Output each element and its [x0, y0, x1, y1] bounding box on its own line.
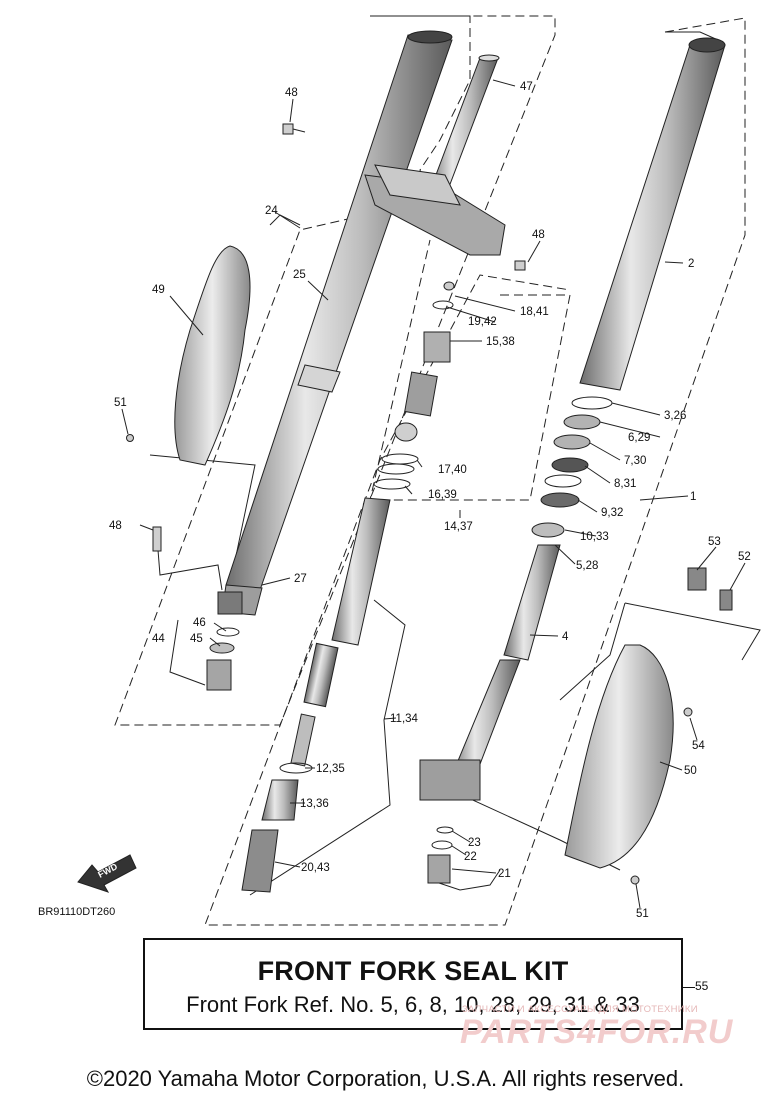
axle-parts-21: [427, 826, 454, 884]
left-fork-tube-25: [217, 30, 453, 616]
right-outer-tube-2: [579, 37, 726, 391]
fork-guard-49: [174, 245, 251, 466]
callout: 47: [520, 81, 533, 93]
watermark: ЗАПЧАСТИ И АКСЕССУАРЫ ДЛЯ МОТОТЕХНИКИ PA…: [460, 1004, 760, 1051]
callout: 18,41: [520, 306, 549, 318]
callout: 54: [692, 740, 705, 752]
callout: 20,43: [301, 862, 330, 874]
seal-kit-title: FRONT FORK SEAL KIT: [257, 956, 569, 986]
seal-kit-subtitle: Front Fork Ref. No. 5, 6, 8, 10, 28, 29,…: [186, 992, 640, 1017]
callout: 16,39: [428, 489, 457, 501]
callout: 53: [708, 536, 721, 548]
bolt-48: [152, 123, 526, 552]
leader-lines: [121, 79, 746, 909]
callout: 14,37: [444, 521, 473, 533]
cartridge-parts: [373, 281, 455, 490]
callout: 24: [265, 205, 278, 217]
seal-stack: [531, 396, 613, 538]
callout: 50: [684, 765, 697, 777]
callout: 1: [690, 491, 696, 503]
axle-parts-44: [206, 627, 240, 691]
fork-guard-50: [564, 644, 674, 869]
callout: 17,40: [438, 464, 467, 476]
callout: 27: [294, 573, 307, 585]
clip-52: [719, 589, 733, 611]
seal-kit-number: 55: [695, 979, 709, 993]
callout: 13,36: [300, 798, 329, 810]
clip-53: [687, 567, 707, 591]
callout: 51: [636, 908, 649, 920]
callout: 11,34: [390, 713, 419, 725]
callout-labels: 48 47 48 24 2 49 25 18,41 19,42 15,38 51…: [109, 81, 751, 920]
callout: 48: [285, 87, 298, 99]
callout: 52: [738, 551, 751, 563]
callout: 23: [468, 837, 481, 849]
copyright-notice: ©2020 Yamaha Motor Corporation, U.S.A. A…: [86, 1066, 685, 1091]
callout: 45: [190, 633, 203, 645]
callout: 48: [109, 520, 122, 532]
screw-51-lower: [630, 875, 640, 885]
diagram-reference-code: BR91110DT260: [38, 906, 116, 918]
watermark-logo: PARTS4FOR.RU: [460, 1013, 734, 1051]
damper-rod-11: [241, 497, 391, 893]
screw-51: [126, 434, 134, 442]
callout: 12,35: [316, 763, 345, 775]
callout: 8,31: [614, 478, 636, 490]
callout: 2: [688, 258, 694, 270]
seal-kit-box: FRONT FORK SEAL KIT Front Fork Ref. No. …: [143, 938, 683, 1030]
callout: 7,30: [624, 455, 646, 467]
callout: 15,38: [486, 336, 515, 348]
inner-tube-4: [419, 544, 561, 801]
callout: 51: [114, 397, 127, 409]
callout: 9,32: [601, 507, 623, 519]
callout: 5,28: [576, 560, 598, 572]
callout: 10,33: [580, 531, 609, 543]
callout: 4: [562, 631, 569, 643]
callout: 46: [193, 617, 206, 629]
screw-54: [683, 707, 693, 717]
callout: 44: [152, 633, 165, 645]
callout: 3,26: [664, 410, 686, 422]
callout: 49: [152, 284, 165, 296]
seal-kit-leader: [683, 987, 695, 988]
callout: 6,29: [628, 432, 650, 444]
callout: 48: [532, 229, 545, 241]
fwd-arrow-icon: FWD: [77, 854, 137, 893]
callout: 19,42: [468, 316, 497, 328]
watermark-tagline: ЗАПЧАСТИ И АКСЕССУАРЫ ДЛЯ МОТОТЕХНИКИ: [462, 1004, 698, 1015]
callout: 22: [464, 851, 477, 863]
callout: 25: [293, 269, 306, 281]
steering-stem-47: [364, 54, 506, 256]
callout: 21: [498, 868, 511, 880]
